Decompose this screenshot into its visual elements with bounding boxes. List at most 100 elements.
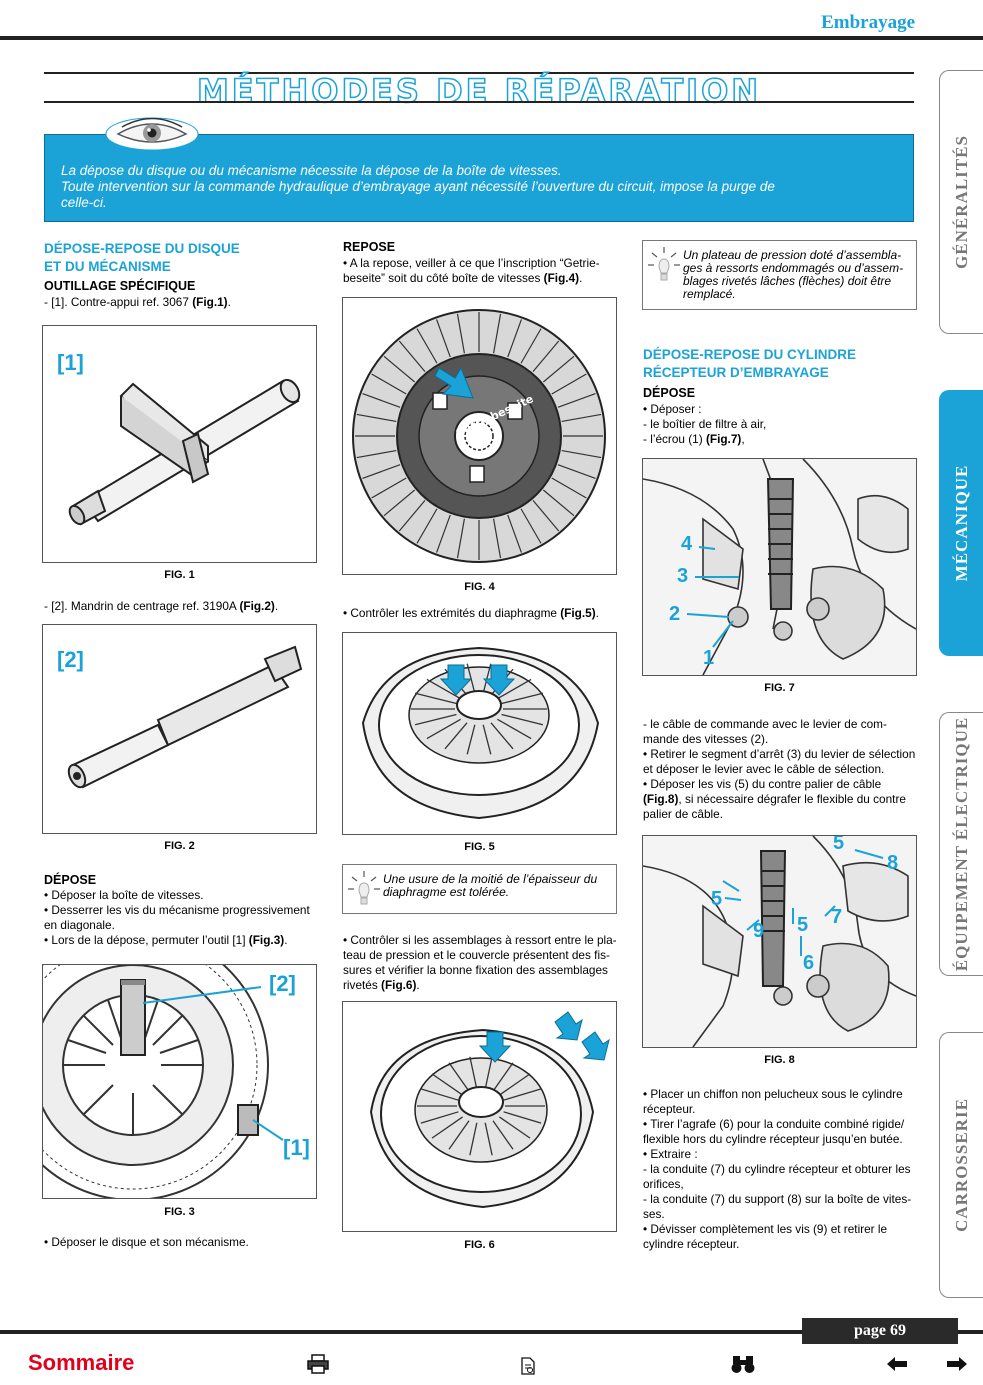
final-line-6: - la conduite (7) du cylindre récepteur … — [643, 1162, 911, 1176]
final-line-7: orifices, — [643, 1177, 684, 1191]
fig1-callout: [1] — [57, 350, 84, 375]
subheading-tooling: OUTILLAGE SPÉCIFIQUE — [44, 279, 196, 293]
depose2-line-1: • Déposer : — [643, 402, 702, 416]
tip1-line-4: remplacé. — [683, 287, 736, 301]
tab-equipement-electrique[interactable]: ÉQUIPEMENT ÉLECTRIQUE — [939, 712, 983, 976]
tab-mecanique[interactable]: MÉCANIQUE — [939, 390, 983, 656]
tab-label: MÉCANIQUE — [951, 464, 971, 582]
fig1-caption: FIG. 1 — [164, 569, 195, 581]
tip-box-1: Un plateau de pression doté d’assembla- … — [642, 240, 917, 310]
tab-generalites[interactable]: GÉNÉRALITÉS — [939, 70, 983, 334]
figure-5 — [342, 632, 617, 835]
check-springs-line-3: sures et vérifier la bonne fixation des … — [343, 963, 608, 977]
figure-7: 4 3 2 1 — [642, 458, 917, 676]
tip-box-2: Une usure de la moitié de l’épaisseur du… — [342, 864, 617, 914]
fig7-caption: FIG. 7 — [764, 682, 795, 694]
binoculars-icon[interactable] — [730, 1354, 756, 1374]
fig3-caption: FIG. 3 — [164, 1206, 195, 1218]
cable-line-7: palier de câble. — [643, 807, 724, 821]
section-heading-line1: DÉPOSE-REPOSE DU DISQUE — [44, 241, 240, 256]
check-springs-line-1: • Contrôler si les assemblages à ressort… — [343, 933, 617, 947]
print-icon[interactable] — [306, 1354, 330, 1374]
fig7-callout-3: 3 — [677, 565, 689, 587]
sommaire-link[interactable]: Sommaire — [28, 1350, 135, 1375]
fig8-callout-8: 8 — [887, 852, 899, 874]
fig8-callout-6: 6 — [803, 952, 815, 974]
final-line-1: • Placer un chiffon non pelucheux sous l… — [643, 1087, 903, 1101]
fig5-caption: FIG. 5 — [464, 841, 495, 853]
fig8-caption: FIG. 8 — [764, 1054, 795, 1066]
fig3-callout-1: [1] — [283, 1135, 310, 1160]
fig7-callout-1: 1 — [703, 647, 715, 669]
figure-2: [2] — [42, 624, 317, 834]
fig6-caption: FIG. 6 — [464, 1239, 495, 1251]
figure-3: [2] [1] — [42, 964, 317, 1199]
fig2-caption: FIG. 2 — [164, 840, 195, 852]
tip2-line-2: diaphragme est tolérée. — [383, 885, 510, 899]
repose-line-2: beseite” soit du côté boîte de vitesses … — [343, 271, 583, 285]
fig8-callout-5a: 5 — [833, 835, 845, 854]
figure-8: 5 8 5 7 9 5 6 — [642, 835, 917, 1048]
final-line-9: ses. — [643, 1207, 665, 1221]
tab-label: GÉNÉRALITÉS — [951, 135, 971, 269]
depose-heading-2: DÉPOSE — [643, 386, 696, 400]
section-heading-cylinder-2: RÉCEPTEUR D’EMBRAYAGE — [643, 365, 829, 380]
info-box: La dépose du disque ou du mécanisme néce… — [44, 134, 914, 222]
tip1-line-2: ges à ressorts endommagés ou d’assem- — [683, 261, 904, 275]
depose-step-3: • Lors de la dépose, permuter l’outil [1… — [44, 933, 288, 947]
fig8-callout-7: 7 — [831, 906, 843, 928]
fig7-callout-2: 2 — [669, 603, 681, 625]
depose-step-2b: en diagonale. — [44, 918, 115, 932]
fig2-callout: [2] — [57, 647, 84, 672]
info-line-2: Toute intervention sur la commande hydra… — [61, 179, 775, 194]
depose2-line-2: - le boîtier de filtre à air, — [643, 417, 767, 431]
depose-step-4: • Déposer le disque et son mécanisme. — [44, 1235, 249, 1249]
repose-line-1: • A la repose, veiller à ce que l’inscri… — [343, 256, 600, 270]
cable-line-1: - le câble de commande avec le levier de… — [643, 717, 887, 731]
cable-line-2: mande des vitesses (2). — [643, 732, 769, 746]
arrow-left-icon[interactable] — [886, 1356, 908, 1372]
document-icon[interactable] — [520, 1357, 536, 1375]
tip1-line-3: blages rivetés lâches (flèches) doit êtr… — [683, 274, 892, 288]
header-rule — [0, 36, 983, 40]
tool2-text: - [2]. Mandrin de centrage ref. 3190A (F… — [44, 599, 279, 613]
final-line-8: - la conduite (7) du support (8) sur la … — [643, 1192, 912, 1206]
check-springs-line-2: teau de pression et le couvercle présent… — [343, 948, 610, 962]
final-line-4: flexible hors du cylindre récepteur jusq… — [643, 1132, 903, 1146]
figure-6 — [342, 1001, 617, 1232]
figure-1: [1] — [42, 325, 317, 563]
page-title: MÉTHODES DE RÉPARATION — [196, 71, 762, 111]
depose-heading: DÉPOSE — [44, 873, 97, 887]
final-line-10: • Dévisser complètement les vis (9) et r… — [643, 1222, 888, 1236]
cable-line-3: • Retirer le segment d’arrêt (3) du levi… — [643, 747, 916, 761]
title-rule-bottom — [44, 101, 914, 103]
section-title: Embrayage — [821, 12, 915, 33]
tab-label: ÉQUIPEMENT ÉLECTRIQUE — [951, 716, 971, 972]
fig7-callout-4: 4 — [681, 533, 693, 555]
page-number: page 69 — [802, 1318, 958, 1344]
tab-label: CARROSSERIE — [951, 1098, 971, 1232]
title-rule-top — [44, 72, 914, 74]
check-diaphragm-text: • Contrôler les extrémités du diaphragme… — [343, 606, 599, 620]
tip1-line-1: Un plateau de pression doté d’assembla- — [683, 248, 902, 262]
info-line-3: celle-ci. — [61, 195, 107, 210]
final-line-11: cylindre récepteur. — [643, 1237, 740, 1251]
figure-4: Getriebeseite — [342, 297, 617, 575]
eye-icon — [105, 117, 199, 151]
section-heading-cylinder-1: DÉPOSE-REPOSE DU CYLINDRE — [643, 347, 857, 362]
tab-carrosserie[interactable]: CARROSSERIE — [939, 1032, 983, 1298]
lightbulb-icon — [648, 247, 680, 281]
check-springs-line-4: rivetés (Fig.6). — [343, 978, 420, 992]
final-line-2: récepteur. — [643, 1102, 696, 1116]
final-line-3: • Tirer l’agrafe (6) pour la conduite co… — [643, 1117, 905, 1131]
tip2-line-1: Une usure de la moitié de l’épaisseur du — [383, 872, 598, 886]
depose-step-2: • Desserrer les vis du mécanisme progres… — [44, 903, 310, 917]
arrow-right-icon[interactable] — [946, 1356, 968, 1372]
cable-line-4: et déposer le levier avec le câble de sé… — [643, 762, 885, 776]
fig8-callout-5b: 5 — [711, 888, 723, 910]
tool1-text: - [1]. Contre-appui ref. 3067 (Fig.1). — [44, 295, 231, 309]
lightbulb-icon — [348, 871, 380, 905]
footer-rule — [0, 1330, 983, 1334]
section-heading-line2: ET DU MÉCANISME — [44, 259, 171, 274]
fig8-callout-9: 9 — [753, 920, 765, 942]
